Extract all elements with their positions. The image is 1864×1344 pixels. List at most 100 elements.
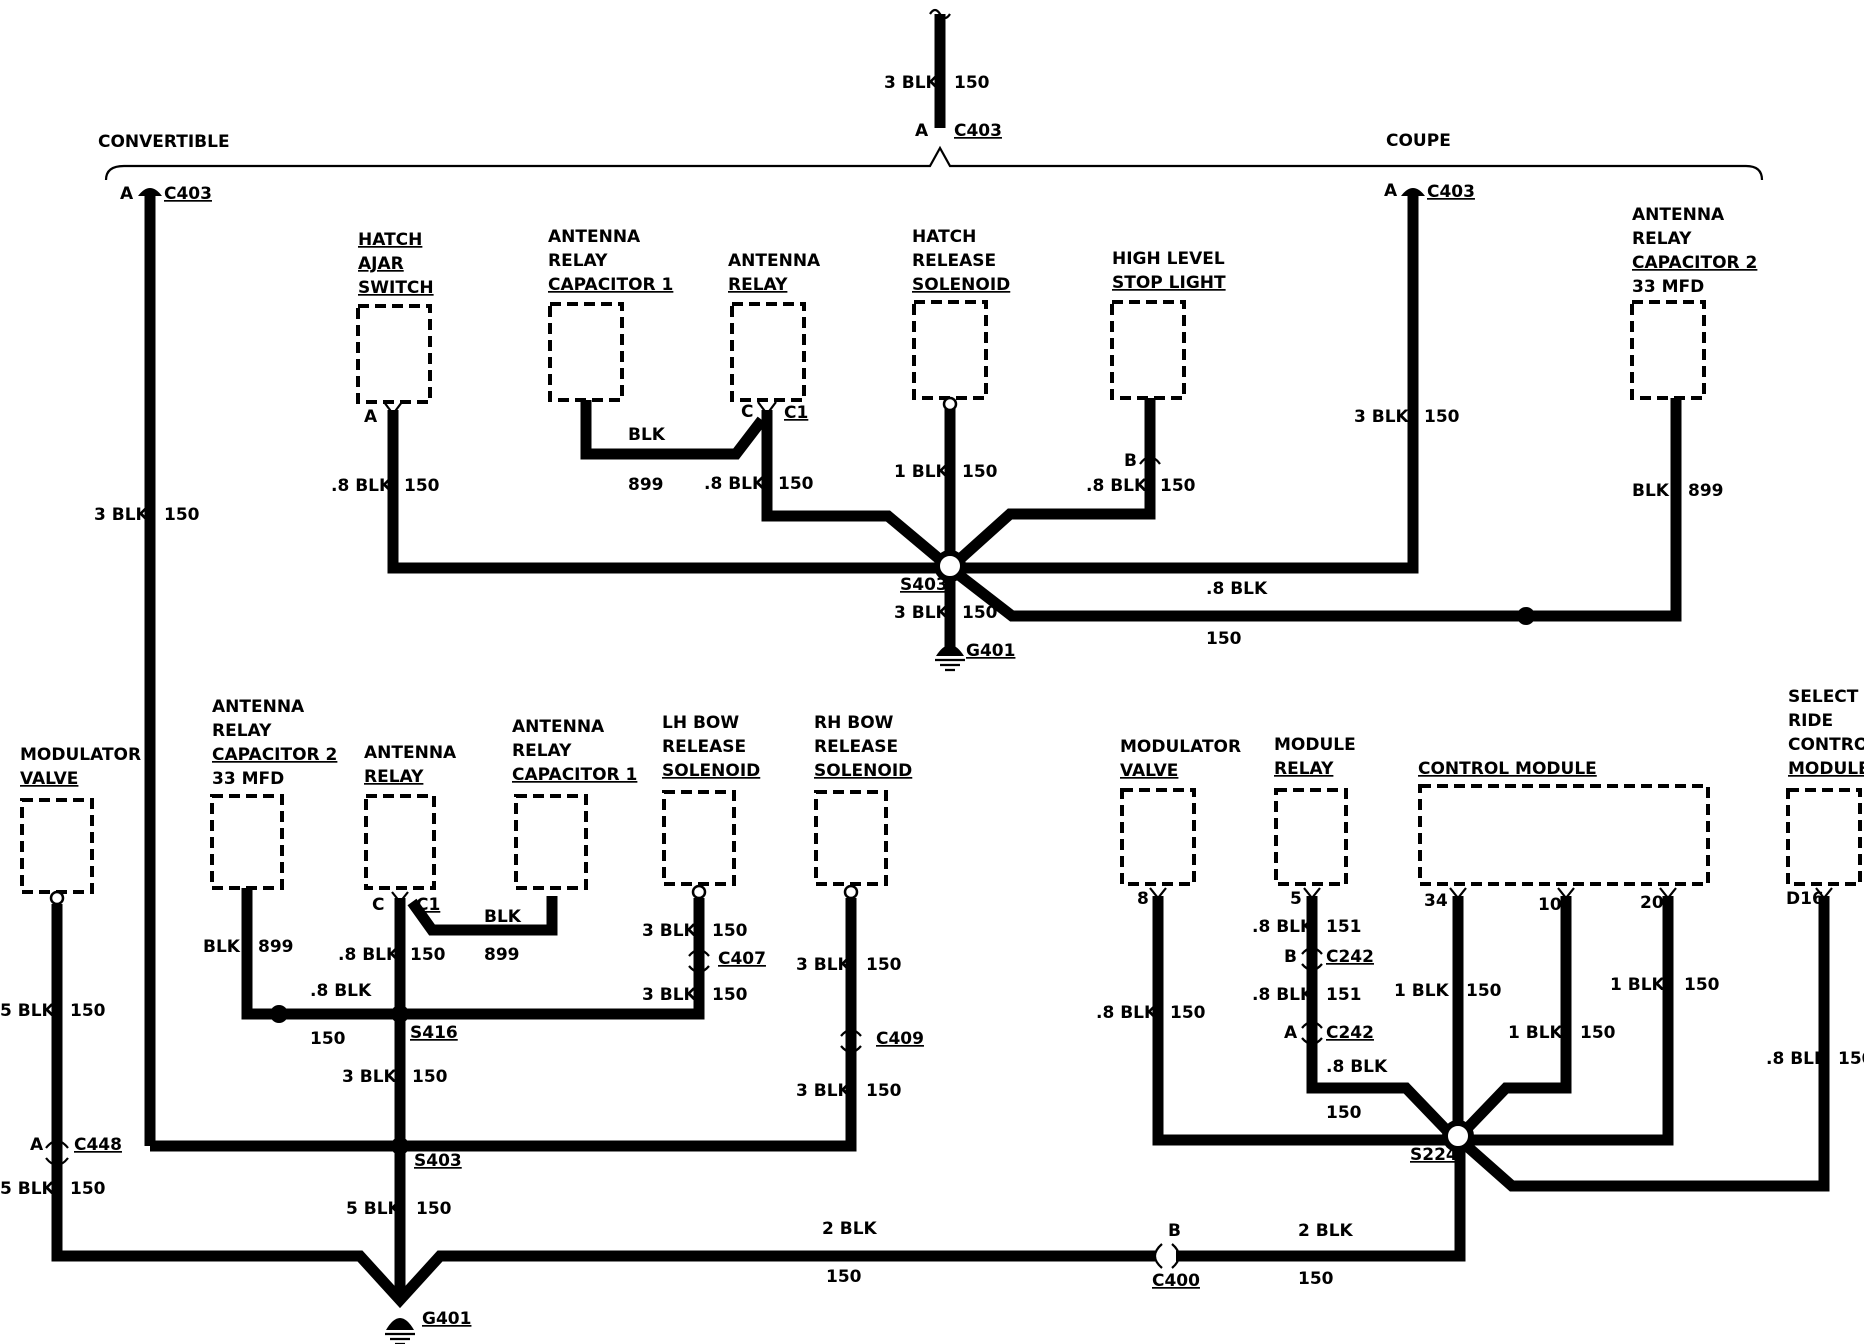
cap2-splice-dot xyxy=(1517,607,1535,625)
conv-circ: 150 xyxy=(164,505,200,525)
hatch-ajar-pin: A xyxy=(364,407,378,427)
lh-circ1: 150 xyxy=(712,921,748,941)
lower-s403-label: S403 xyxy=(414,1151,462,1171)
mr-circ1: 151 xyxy=(1326,917,1362,937)
cm-pin-34: 34 xyxy=(1424,891,1448,911)
c448-icon xyxy=(45,1139,69,1167)
bottom-wire-r: 2 BLK xyxy=(1298,1221,1354,1241)
mr-wire2: .8 BLK xyxy=(1252,985,1314,1005)
conv-c403-pin: A xyxy=(120,184,134,204)
hatch-ajar-label: HATCH AJAR SWITCH xyxy=(358,230,434,298)
d16-wire: .8 BLK xyxy=(1766,1049,1828,1069)
cap1-wire: BLK xyxy=(628,425,666,445)
lower-cap2-circ: 899 xyxy=(258,937,294,957)
s403-cap2-wire: .8 BLK xyxy=(1206,579,1268,599)
hatch-ajar-switch-box xyxy=(356,304,432,404)
s403-cap2-circ: 150 xyxy=(1206,629,1242,649)
ground-circ: 150 xyxy=(962,603,998,623)
lower-s403-splice xyxy=(391,1137,409,1155)
cap2-circ: 899 xyxy=(1688,481,1724,501)
lower-g401-label: G401 xyxy=(422,1309,471,1329)
lower-cap1-label: ANTENNA RELAY CAPACITOR 1 xyxy=(512,717,637,785)
upper-section: A C403 3 BLK 150 A C403 3 BLK 150 HATCH … xyxy=(94,181,1757,1146)
convertible-label: CONVERTIBLE xyxy=(98,132,230,152)
section-brace xyxy=(104,145,1764,181)
cap2-s416-circ: 150 xyxy=(310,1029,346,1049)
lower-cap1-wire: BLK xyxy=(484,907,522,927)
lower-cap2-wire: BLK xyxy=(203,937,241,957)
high-level-box xyxy=(1110,300,1186,400)
c242-b-pin: B xyxy=(1284,947,1297,967)
top-feed: 3 BLK 150 A C403 xyxy=(884,8,1002,141)
upper-s403-label: S403 xyxy=(900,575,948,595)
bottom-wire-l: 2 BLK xyxy=(822,1219,878,1239)
c407-name: C407 xyxy=(718,949,766,969)
conv-c403-name: C403 xyxy=(164,184,212,204)
coupe-c403-name: C403 xyxy=(1427,182,1475,202)
hatch-release-box xyxy=(912,300,988,400)
ajar-circ: 150 xyxy=(404,476,440,496)
modR-wire: .8 BLK xyxy=(1096,1003,1158,1023)
module-relay-box xyxy=(1274,788,1348,886)
lower-relay-conn: C1 xyxy=(416,895,440,915)
lower-relay-wire: .8 BLK xyxy=(338,945,400,965)
rh-wire2: 3 BLK xyxy=(796,1081,852,1101)
cm34-circ: 150 xyxy=(1466,981,1502,1001)
release-circ: 150 xyxy=(962,462,998,482)
lh-bow-box xyxy=(662,790,736,886)
c242-a-icon xyxy=(1301,1020,1323,1046)
lower-cap2-dot xyxy=(270,1005,288,1023)
g-wire: 5 BLK xyxy=(346,1199,402,1219)
rh-wire1: 3 BLK xyxy=(796,955,852,975)
high-level-label: HIGH LEVEL STOP LIGHT xyxy=(1112,249,1231,293)
ajar-wire: .8 BLK xyxy=(331,476,393,496)
upper-g401-label: G401 xyxy=(966,641,1015,661)
cm-pin-10: 10 xyxy=(1538,895,1562,915)
c242-a-name: C242 xyxy=(1326,1023,1374,1043)
lh-wire1: 3 BLK xyxy=(642,921,698,941)
s416-down-circ: 150 xyxy=(412,1067,448,1087)
hatch-release-label: HATCH RELEASE SOLENOID xyxy=(912,227,1010,295)
antenna-cap1-label: ANTENNA RELAY CAPACITOR 1 xyxy=(548,227,673,295)
upper-relay-conn: C1 xyxy=(784,403,808,423)
antenna-relay-label: ANTENNA RELAY xyxy=(728,251,826,295)
ground-wire: 3 BLK xyxy=(894,603,950,623)
conv-c403-connector-icon xyxy=(138,188,162,196)
control-module-box xyxy=(1418,784,1710,886)
cm10-circ: 150 xyxy=(1580,1023,1616,1043)
top-feed-circuit: 150 xyxy=(954,73,990,93)
lower-relay-circ: 150 xyxy=(410,945,446,965)
modulator-right-box xyxy=(1120,788,1196,886)
coupe-c403-pin: A xyxy=(1384,181,1398,201)
c448-pin: A xyxy=(30,1135,44,1155)
cap2-s416-wire: .8 BLK xyxy=(310,981,372,1001)
lower-cap2-box xyxy=(210,794,284,890)
modL-wire2: 5 BLK xyxy=(0,1179,56,1199)
upper-relay-pin-c: C xyxy=(741,402,753,422)
top-feed-pin: A xyxy=(915,121,929,141)
c242-b-icon xyxy=(1301,946,1323,972)
mod-right-pin: 8 xyxy=(1137,889,1149,909)
select-ride-box xyxy=(1786,788,1862,886)
top-feed-connector: C403 xyxy=(954,121,1002,141)
lh-bow-label: LH BOW RELEASE SOLENOID xyxy=(662,713,760,781)
mr-circ3: 150 xyxy=(1326,1103,1362,1123)
relay-circ: 150 xyxy=(778,474,814,494)
rh-circ2: 150 xyxy=(866,1081,902,1101)
s416-splice xyxy=(391,1005,409,1023)
module-relay-pin: 5 xyxy=(1290,889,1302,909)
select-ride-label: SELECT RIDE CONTROL MODULE xyxy=(1788,687,1864,779)
cm34-wire: 1 BLK xyxy=(1394,981,1450,1001)
modL-wire1: 5 BLK xyxy=(0,1001,56,1021)
module-relay-label: MODULE RELAY xyxy=(1274,735,1362,779)
s224-splice xyxy=(1442,1120,1474,1152)
c409-icon xyxy=(840,1028,862,1054)
modL-circ2: 150 xyxy=(70,1179,106,1199)
antenna-relay-box xyxy=(730,302,806,402)
modulator-left-label: MODULATOR VALVE xyxy=(20,745,147,789)
modR-circ: 150 xyxy=(1170,1003,1206,1023)
lower-relay-pin-c: C xyxy=(372,895,384,915)
modulator-right-label: MODULATOR VALVE xyxy=(1120,737,1247,781)
cap1-circ: 899 xyxy=(628,475,664,495)
